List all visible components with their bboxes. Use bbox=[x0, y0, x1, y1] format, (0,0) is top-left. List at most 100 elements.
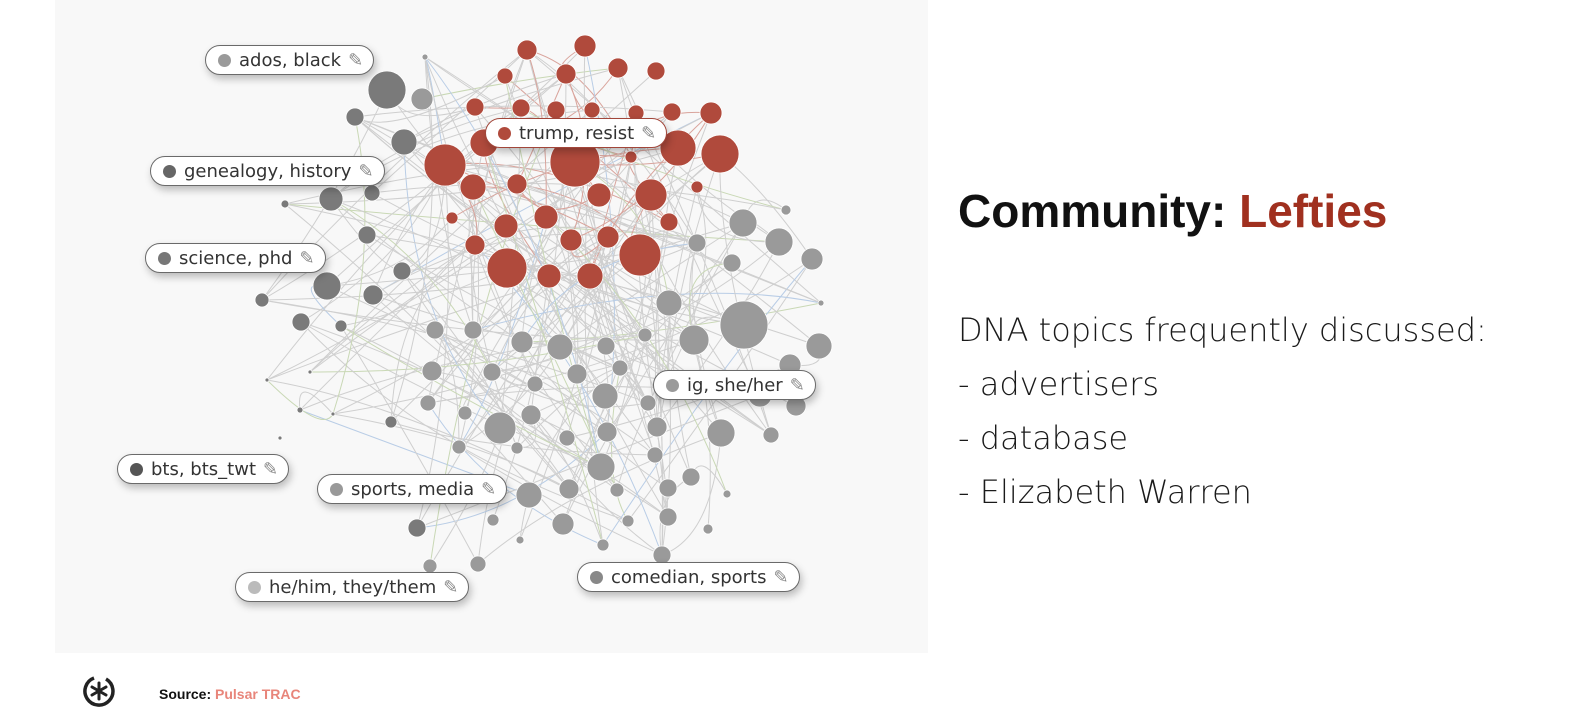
node-lefties[interactable] bbox=[624, 150, 638, 164]
node-lefties[interactable] bbox=[555, 63, 577, 85]
node[interactable] bbox=[384, 415, 398, 429]
node[interactable] bbox=[363, 184, 381, 202]
node-lefties[interactable] bbox=[700, 134, 740, 174]
node[interactable] bbox=[546, 333, 574, 361]
pencil-icon[interactable]: ✎ bbox=[789, 374, 805, 396]
node[interactable] bbox=[646, 446, 664, 464]
node[interactable] bbox=[558, 429, 576, 447]
cluster-label-trump-resist[interactable]: trump, resist✎ bbox=[485, 118, 668, 148]
node[interactable] bbox=[687, 233, 707, 253]
node-lefties[interactable] bbox=[576, 262, 604, 290]
node[interactable] bbox=[392, 261, 412, 281]
node[interactable] bbox=[515, 535, 525, 545]
node[interactable] bbox=[357, 225, 377, 245]
pencil-icon[interactable]: ✎ bbox=[358, 160, 374, 182]
node[interactable] bbox=[817, 299, 825, 307]
node[interactable] bbox=[658, 478, 678, 498]
node[interactable] bbox=[291, 312, 311, 332]
source-value[interactable]: Pulsar TRAC bbox=[215, 686, 301, 702]
cluster-label-he-him-they-them[interactable]: he/him, they/them✎ bbox=[235, 572, 470, 602]
node[interactable] bbox=[609, 482, 625, 498]
node[interactable] bbox=[510, 441, 524, 455]
cluster-label-ados-black[interactable]: ados, black✎ bbox=[205, 45, 375, 75]
node-lefties[interactable] bbox=[464, 234, 486, 256]
cluster-label-bts-bts-twt[interactable]: bts, bts_twt✎ bbox=[117, 454, 290, 484]
node-lefties[interactable] bbox=[583, 101, 601, 119]
cluster-label-sports-media[interactable]: sports, media✎ bbox=[317, 474, 508, 504]
node[interactable] bbox=[762, 426, 780, 444]
node-lefties[interactable] bbox=[559, 228, 583, 252]
node[interactable] bbox=[706, 418, 736, 448]
node-lefties[interactable] bbox=[496, 67, 514, 85]
node-lefties[interactable] bbox=[516, 39, 538, 61]
node[interactable] bbox=[558, 478, 580, 500]
node[interactable] bbox=[254, 292, 270, 308]
node[interactable] bbox=[526, 375, 544, 393]
node[interactable] bbox=[728, 208, 758, 238]
node[interactable] bbox=[482, 362, 502, 382]
node[interactable] bbox=[407, 518, 427, 538]
pencil-icon[interactable]: ✎ bbox=[481, 478, 497, 500]
node[interactable] bbox=[702, 523, 714, 535]
node[interactable] bbox=[637, 327, 653, 343]
node-lefties[interactable] bbox=[659, 212, 679, 232]
node[interactable] bbox=[390, 128, 418, 156]
node[interactable] bbox=[419, 394, 437, 412]
node[interactable] bbox=[611, 359, 629, 377]
pencil-icon[interactable]: ✎ bbox=[299, 247, 315, 269]
node-lefties[interactable] bbox=[546, 100, 566, 120]
node[interactable] bbox=[800, 247, 824, 271]
pencil-icon[interactable]: ✎ bbox=[443, 576, 459, 598]
node[interactable] bbox=[277, 435, 283, 441]
pencil-icon[interactable]: ✎ bbox=[348, 49, 364, 71]
node[interactable] bbox=[510, 330, 534, 354]
node[interactable] bbox=[646, 416, 668, 438]
node-lefties[interactable] bbox=[662, 102, 682, 122]
pencil-icon[interactable]: ✎ bbox=[773, 566, 789, 588]
node[interactable] bbox=[681, 467, 701, 487]
node-lefties[interactable] bbox=[646, 61, 666, 81]
node[interactable] bbox=[264, 377, 270, 383]
node-lefties[interactable] bbox=[586, 182, 612, 208]
node[interactable] bbox=[421, 53, 429, 61]
node[interactable] bbox=[678, 324, 710, 356]
node[interactable] bbox=[457, 405, 473, 421]
node[interactable] bbox=[515, 481, 543, 509]
node[interactable] bbox=[639, 394, 657, 412]
node-lefties[interactable] bbox=[634, 178, 668, 212]
node[interactable] bbox=[362, 284, 384, 306]
cluster-label-genealogy-history[interactable]: genealogy, history✎ bbox=[150, 156, 385, 186]
node[interactable] bbox=[621, 514, 635, 528]
node[interactable] bbox=[566, 363, 588, 385]
node-lefties[interactable] bbox=[423, 143, 467, 187]
node[interactable] bbox=[520, 404, 542, 426]
node-lefties[interactable] bbox=[573, 34, 597, 58]
node[interactable] bbox=[658, 507, 678, 527]
node[interactable] bbox=[307, 369, 313, 375]
node[interactable] bbox=[805, 332, 833, 360]
node[interactable] bbox=[596, 421, 618, 443]
node[interactable] bbox=[410, 87, 434, 111]
node-lefties[interactable] bbox=[533, 204, 559, 230]
node-lefties[interactable] bbox=[506, 173, 528, 195]
node-lefties[interactable] bbox=[607, 57, 629, 79]
node[interactable] bbox=[280, 199, 290, 209]
node[interactable] bbox=[780, 204, 792, 216]
node[interactable] bbox=[596, 336, 616, 356]
node[interactable] bbox=[486, 513, 500, 527]
node[interactable] bbox=[421, 360, 443, 382]
node-lefties[interactable] bbox=[659, 129, 697, 167]
node[interactable] bbox=[551, 512, 575, 536]
node[interactable] bbox=[425, 320, 445, 340]
node[interactable] bbox=[719, 300, 769, 350]
node[interactable] bbox=[463, 320, 483, 340]
node-lefties[interactable] bbox=[493, 213, 519, 239]
node-lefties[interactable] bbox=[511, 98, 531, 118]
node-lefties[interactable] bbox=[618, 233, 662, 277]
cluster-label-comedian-sports[interactable]: comedian, sports✎ bbox=[577, 562, 800, 592]
node[interactable] bbox=[586, 452, 616, 482]
node-lefties[interactable] bbox=[690, 180, 704, 194]
node-lefties[interactable] bbox=[699, 101, 723, 125]
node[interactable] bbox=[655, 289, 683, 317]
node-lefties[interactable] bbox=[596, 225, 620, 249]
